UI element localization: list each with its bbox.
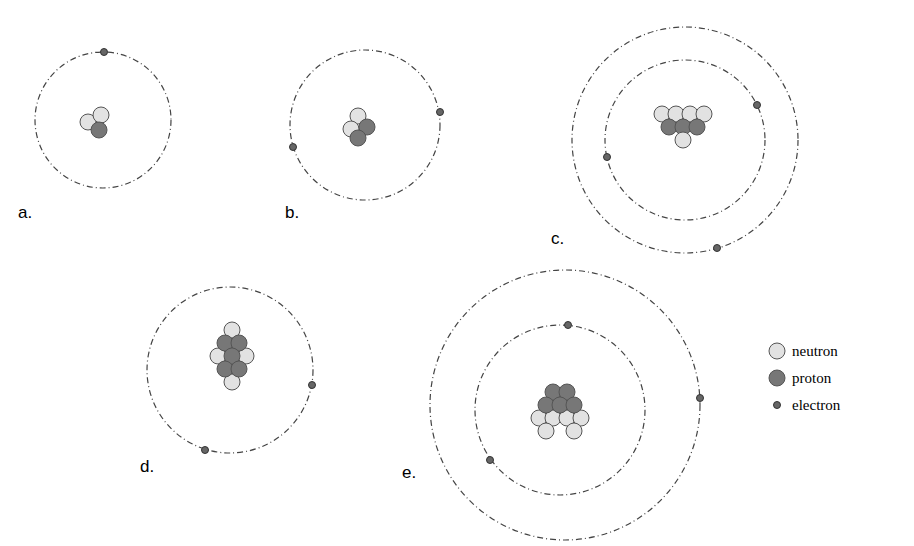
legend-row: proton [768, 369, 831, 387]
orbit [35, 52, 171, 188]
electron [565, 322, 572, 329]
neutron [675, 132, 691, 148]
orbit [475, 325, 645, 495]
orbit [290, 50, 440, 200]
atom-letter: e. [402, 464, 416, 481]
electron [604, 154, 611, 161]
neutron [93, 107, 109, 123]
electron [101, 49, 108, 56]
electron [714, 245, 721, 252]
proton [231, 361, 247, 377]
proton [91, 122, 107, 138]
legend-swatch [768, 396, 786, 414]
legend-symbol [769, 343, 785, 359]
neutron [538, 423, 554, 439]
electron [697, 395, 704, 402]
atom-letter: c. [551, 230, 564, 247]
electron [309, 382, 316, 389]
proton [350, 130, 366, 146]
legend-text: proton [792, 371, 831, 386]
electron [487, 457, 494, 464]
electron [202, 447, 209, 454]
electron [437, 109, 444, 116]
proton [689, 119, 705, 135]
atom-letter: d. [140, 458, 154, 475]
legend-text: electron [792, 398, 840, 413]
proton [566, 397, 582, 413]
electron [754, 102, 761, 109]
legend-symbol [769, 370, 785, 386]
orbit [147, 287, 313, 453]
neutron [566, 423, 582, 439]
orbit [572, 27, 798, 253]
orbit [430, 270, 700, 540]
atom-letter: a. [18, 204, 32, 221]
legend-symbol [774, 402, 781, 409]
atom-letter: b. [285, 204, 299, 221]
legend-text: neutron [792, 344, 838, 359]
electron [290, 144, 297, 151]
legend-swatch [768, 342, 786, 360]
legend-swatch [768, 369, 786, 387]
legend-row: electron [768, 396, 840, 414]
orbit [605, 60, 765, 220]
legend-row: neutron [768, 342, 838, 360]
